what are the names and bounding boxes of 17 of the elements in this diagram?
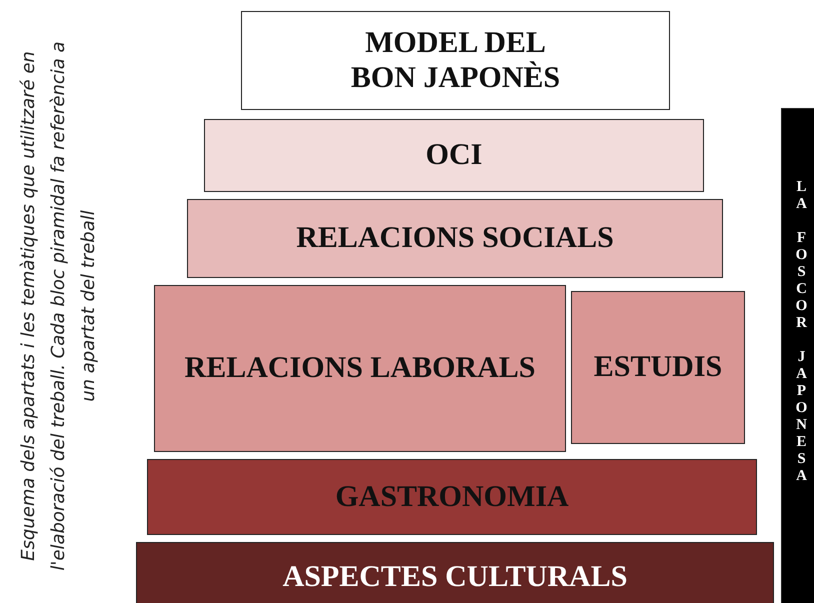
pyramid-block [204, 119, 704, 192]
block-title: OCI [426, 138, 482, 173]
block-title: LA FOSCOR JAPONESA [794, 179, 808, 485]
pyramid-block [154, 285, 566, 452]
caption: Esquema dels apartats i les temàtiques que utilitzaré en l'elaboració del treball. Cada bloc piramidal fa referència a un apartat del treball [17, 40, 100, 573]
block-title: ASPECTES CULTURALS [282, 560, 628, 594]
pyramid-block [187, 199, 723, 278]
pyramid-block [136, 542, 774, 603]
block-title: RELACIONS LABORALS [184, 351, 536, 386]
side-bar [781, 108, 814, 603]
block-title: GASTRONOMIA [335, 480, 569, 514]
block-title: MODEL DEL BON JAPONÈS [350, 26, 562, 95]
block-title: RELACIONS SOCIALS [296, 221, 614, 256]
block-title: ESTUDIS [594, 350, 722, 385]
pyramid-block [571, 291, 745, 444]
pyramid-block [147, 459, 757, 535]
pyramid-block [241, 11, 670, 110]
